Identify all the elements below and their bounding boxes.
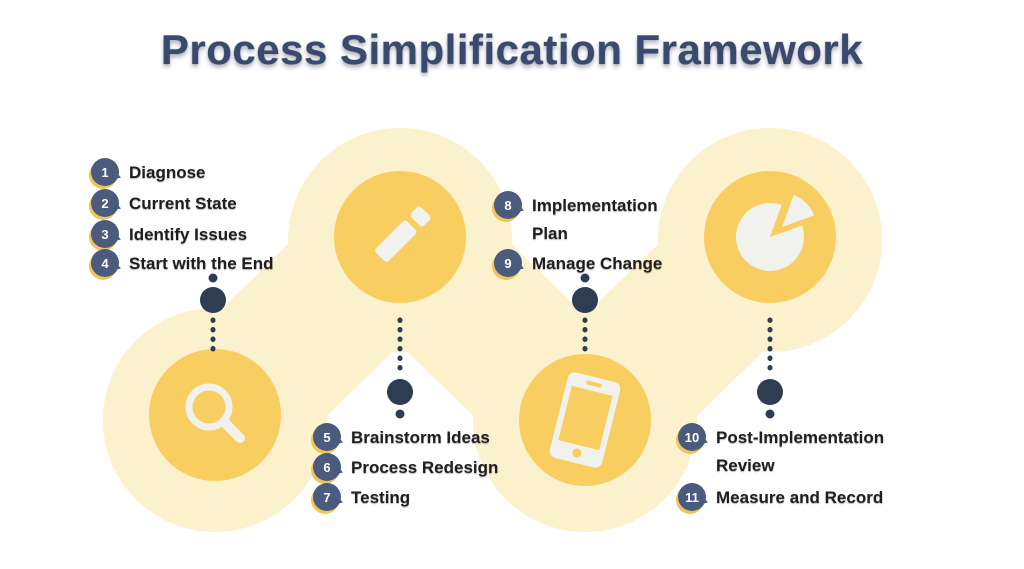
step-number-badge: 5 [313,423,341,451]
step-label: Testing [351,488,411,507]
step-item-2: 2 Current State [91,189,237,218]
step-item-8: 8 Implementation Plan [494,191,682,248]
pencil-icon [375,206,431,262]
pie-chart-icon [735,195,814,271]
step-item-7: 7 Testing [313,483,410,512]
step-item-11: 11 Measure and Record [678,483,883,512]
step-number: 10 [684,429,700,445]
step-number-badge: 1 [91,158,119,186]
step-number: 2 [101,195,109,211]
step-item-1: 1 Diagnose [91,158,206,187]
step-label: Identify Issues [129,225,248,244]
step-label: Start with the End [129,254,274,273]
step-number-badge: 4 [91,249,119,277]
step-label: Measure and Record [716,488,884,507]
step-item-4: 4 Start with the End [91,249,274,278]
step-number-badge: 6 [313,453,341,481]
step-label: Implementation Plan [532,196,658,243]
connector-pencil [387,317,413,419]
smartphone-icon [549,372,621,468]
step-number: 4 [101,255,109,271]
page-title: Process Simplification Framework [160,26,864,73]
step-number: 11 [685,489,699,505]
step-number: 1 [101,164,109,180]
connector-right [757,317,783,419]
step-label: Diagnose [129,163,206,182]
connector-middle [572,273,598,355]
step-label: Current State [129,194,237,213]
step-item-9: 9 Manage Change [494,249,662,278]
connector-left [200,273,226,355]
step-item-3: 3 Identify Issues [91,220,247,249]
step-label: Post-Implementation Review [716,428,885,475]
step-item-5: 5 Brainstorm Ideas [313,423,490,452]
step-item-6: 6 Process Redesign [313,453,498,482]
step-number: 6 [323,459,331,475]
step-label: Brainstorm Ideas [351,428,490,447]
step-number: 8 [504,197,512,213]
search-icon [185,383,245,443]
step-number-badge: 3 [91,220,119,248]
step-number-badge: 10 [678,423,706,451]
step-number-badge: 9 [494,249,522,277]
step-number: 3 [101,226,109,242]
step-number: 7 [323,489,331,505]
step-number-badge: 7 [313,483,341,511]
step-number-badge: 2 [91,189,119,217]
step-number-badge: 8 [494,191,522,219]
step-number-badge: 11 [678,483,706,511]
step-label: Manage Change [532,254,663,273]
step-label: Process Redesign [351,458,499,477]
step-item-10: 10 Post-Implementation Review [678,423,916,480]
step-number: 5 [323,429,331,445]
step-number: 9 [504,255,512,271]
